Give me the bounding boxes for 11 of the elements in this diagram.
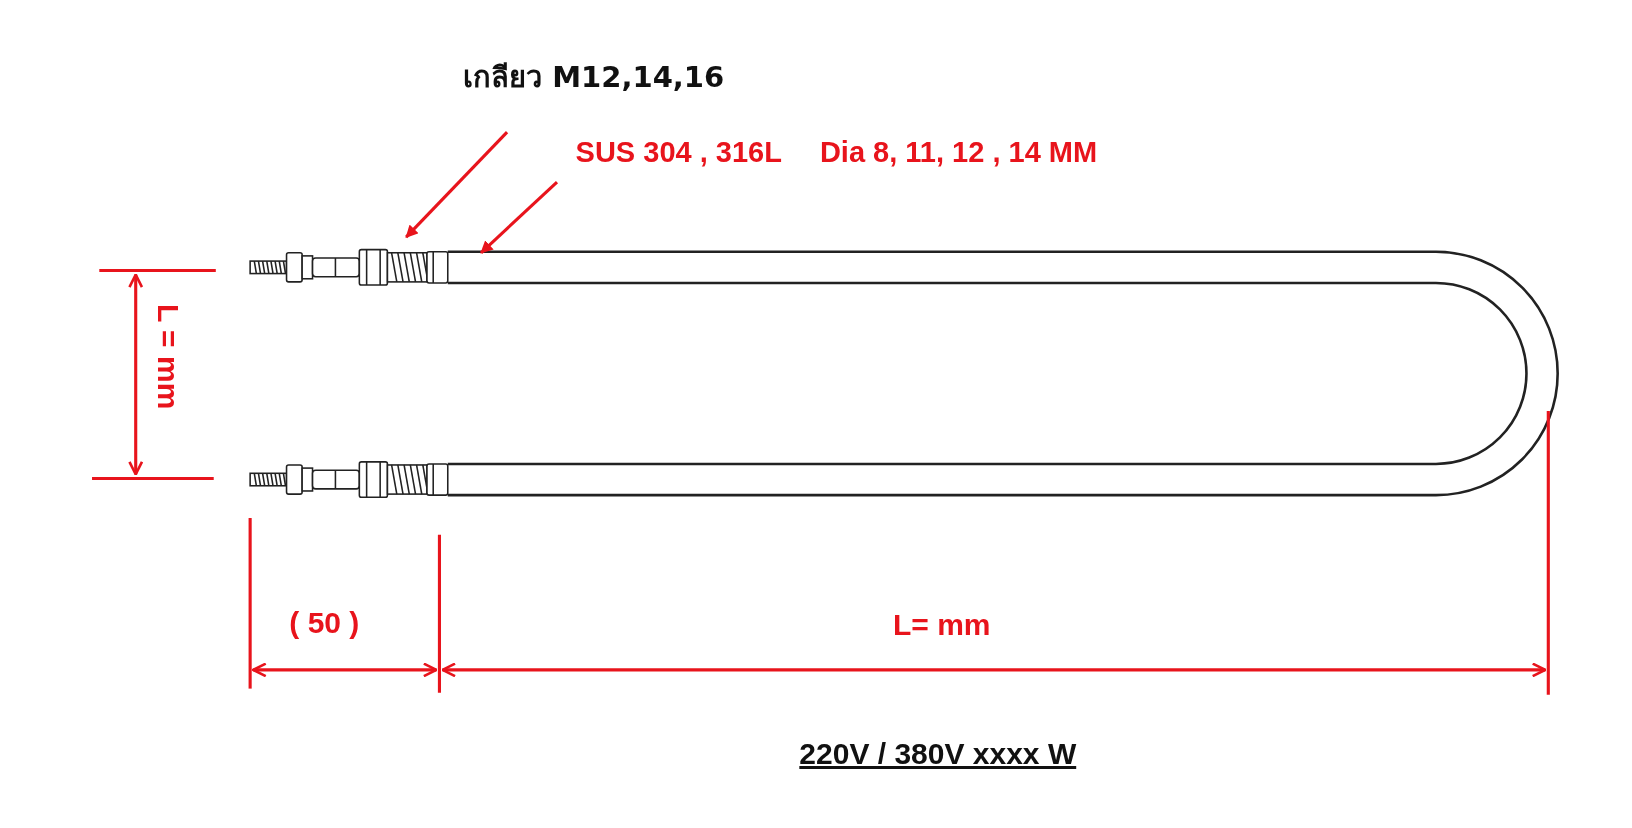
thread-drawing [358, 248, 449, 286]
callout-text: เกลียว M12,14,16 [463, 54, 725, 101]
callout-text: SUS 304 , 316L [575, 136, 782, 170]
callout-text: Dia 8, 11, 12 , 14 MM [819, 136, 1098, 170]
leader-arrow [405, 131, 509, 239]
dimension-label: L = mm [151, 303, 186, 410]
rating-label: 220V / 380V xxxx W [799, 736, 1077, 771]
dimension-label: ( 50 ) [289, 605, 360, 640]
leader-arrow [480, 180, 559, 254]
u-tube-drawing [447, 250, 1559, 497]
dimension-label: L= mm [893, 607, 991, 642]
